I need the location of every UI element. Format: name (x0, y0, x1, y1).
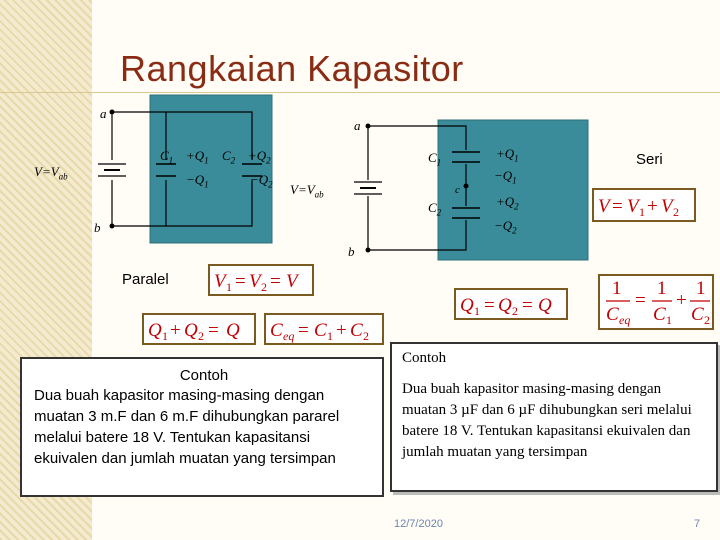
series-capacitor-box (437, 119, 589, 261)
parallel-label-a: a (100, 106, 107, 121)
parallel-plus-q1-label: +Q1 (186, 148, 209, 166)
svg-text:=: = (270, 271, 281, 292)
svg-text:Q: Q (148, 320, 162, 341)
svg-text:1: 1 (657, 278, 667, 299)
series-plus-q1-label: +Q1 (496, 146, 519, 164)
svg-text:+: + (676, 290, 687, 311)
svg-text:eq: eq (283, 329, 294, 343)
svg-text:V: V (249, 271, 263, 292)
svg-text:1: 1 (696, 278, 706, 299)
svg-text:2: 2 (261, 280, 267, 294)
parallel-node-b (109, 223, 115, 229)
parallel-minus-q1-label: −Q1 (186, 172, 209, 190)
slide-date: 12/7/2020 (394, 518, 443, 530)
svg-text:C: C (350, 320, 363, 341)
svg-text:V: V (661, 196, 675, 217)
svg-text:2: 2 (512, 304, 518, 318)
svg-text:=: = (635, 290, 646, 311)
parallel-voltage-label: V=Vab (34, 164, 68, 182)
svg-text:C: C (314, 320, 327, 341)
svg-text:C: C (653, 304, 666, 325)
series-label-b: b (348, 244, 355, 259)
svg-text:=: = (298, 320, 309, 341)
svg-text:V: V (286, 271, 300, 292)
slide-title: Rangkaian Kapasitor (120, 48, 464, 89)
parallel-plus-q2-label: +Q2 (248, 148, 271, 166)
series-heading: Seri (636, 151, 663, 168)
series-voltage-label: V=Vab (290, 182, 324, 200)
example-parallel-text: Dua buah kapasitor masing-masing dengan … (34, 387, 340, 467)
series-node-c (463, 183, 469, 189)
slide-page-number: 7 (694, 518, 701, 530)
svg-text:1: 1 (226, 280, 232, 294)
svg-text:Q: Q (538, 295, 552, 316)
svg-text:1: 1 (474, 304, 480, 318)
series-node-b (365, 247, 371, 253)
parallel-node-a (109, 109, 115, 115)
svg-text:2: 2 (363, 329, 369, 343)
svg-text:eq: eq (619, 313, 630, 327)
example-series-text: Dua buah kapasitor masing-masing dengan … (402, 381, 692, 460)
svg-text:C: C (606, 304, 619, 325)
parallel-capacitor-box (149, 94, 273, 244)
series-plus-q2-label: +Q2 (496, 194, 519, 212)
svg-text:2: 2 (198, 329, 204, 343)
example-series-box: Contoh Dua buah kapasitor masing-masing … (390, 342, 718, 492)
svg-text:V: V (598, 196, 612, 217)
svg-text:1: 1 (327, 329, 333, 343)
svg-text:=: = (484, 295, 495, 316)
svg-text:C: C (270, 320, 283, 341)
svg-text:C: C (691, 304, 704, 325)
svg-text:Q: Q (226, 320, 240, 341)
series-node-a (365, 123, 371, 129)
series-c2-label: C2 (428, 200, 442, 218)
svg-text:=: = (235, 271, 246, 292)
series-minus-q1-label: −Q1 (494, 168, 517, 186)
svg-text:Q: Q (184, 320, 198, 341)
series-label-a: a (354, 118, 361, 133)
svg-text:1: 1 (639, 205, 645, 219)
parallel-label-b: b (94, 220, 101, 235)
svg-text:1: 1 (162, 329, 168, 343)
parallel-c1-label: C1 (160, 148, 174, 166)
svg-text:2: 2 (673, 205, 679, 219)
example-series-heading: Contoh (402, 350, 447, 366)
svg-text:1: 1 (612, 278, 622, 299)
example-parallel-box: Contoh Dua buah kapasitor masing-masing … (20, 357, 384, 497)
header-rule (0, 92, 720, 93)
parallel-minus-q2-label: −Q2 (250, 172, 273, 190)
svg-text:V: V (214, 271, 228, 292)
svg-text:=: = (612, 196, 623, 217)
series-minus-q2-label: −Q2 (494, 218, 517, 236)
example-parallel-heading: Contoh (179, 367, 229, 384)
svg-text:V: V (627, 196, 641, 217)
series-c1-label: C1 (428, 150, 442, 168)
svg-text:Q: Q (498, 295, 512, 316)
parallel-heading: Paralel (122, 271, 169, 288)
svg-text:=: = (208, 320, 219, 341)
svg-text:+: + (336, 320, 347, 341)
svg-text:=: = (522, 295, 533, 316)
series-label-c: c (455, 184, 460, 196)
svg-text:2: 2 (704, 313, 710, 327)
svg-text:Q: Q (460, 295, 474, 316)
parallel-c2-label: C2 (222, 148, 236, 166)
svg-text:+: + (647, 196, 658, 217)
svg-text:1: 1 (666, 313, 672, 327)
svg-text:+: + (170, 320, 181, 341)
